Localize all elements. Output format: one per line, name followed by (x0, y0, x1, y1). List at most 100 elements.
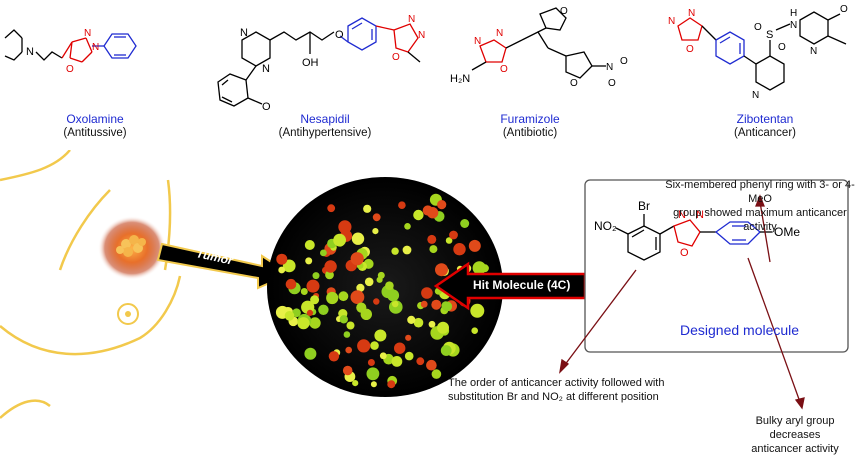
nesapidil-structure (217, 17, 421, 107)
furamizole-furan-o: O (560, 6, 568, 17)
cell-dot (420, 300, 428, 308)
cell-culture-dish (267, 177, 503, 397)
cell-dot (435, 263, 448, 277)
cell-dot (356, 283, 365, 292)
furamizole-h2n: H₂N (450, 73, 470, 85)
cell-dot (413, 209, 424, 221)
cell-dot (402, 245, 412, 255)
cell-dot (387, 380, 396, 389)
zibotentan-h: H (790, 8, 797, 19)
drug-class-oxolamine: (Antitussive) (63, 127, 127, 139)
cell-dot (421, 287, 433, 299)
cell-dot (310, 295, 320, 305)
drug-class-furamizole: (Antibiotic) (502, 127, 558, 139)
note-phenyl-ring: Six-membered phenyl ring with 3- or 4-Me… (660, 178, 860, 234)
furamizole-n1: N (474, 36, 481, 47)
cell-dot (297, 317, 310, 330)
zibotentan-oxa-n2: N (688, 8, 695, 19)
cell-dot (481, 264, 489, 273)
cell-dot (364, 277, 374, 287)
cell-dot (284, 311, 295, 321)
cell-dot (370, 341, 379, 350)
cell-dot (300, 288, 308, 295)
hit-molecule-arrow (433, 261, 587, 311)
cell-dot (441, 301, 451, 311)
cell-dot (428, 320, 436, 328)
note-order-line1: The order of anticancer activity followe… (448, 377, 665, 389)
oxolamine-ring-o: O (66, 64, 74, 75)
cell-dot (426, 359, 437, 371)
cell-dot (445, 237, 453, 244)
cell-dot (391, 356, 403, 367)
cell-dot (338, 291, 349, 302)
furamizole-structure (471, 7, 606, 79)
cell-dot (427, 234, 437, 244)
cell-dot (379, 352, 387, 360)
drug-class-zibotentan: (Anticancer) (734, 127, 796, 139)
cell-dot (350, 290, 365, 304)
note-order-line2: substitution Br and NO₂ at different pos… (448, 391, 659, 403)
designed-ring-n1: N (678, 209, 686, 221)
cell-dot (437, 321, 449, 334)
zibotentan-oxa-n1: N (668, 16, 675, 27)
cell-dot (387, 289, 400, 302)
cell-dot (333, 233, 346, 247)
cell-dot (470, 303, 485, 318)
annotation-arrows (559, 194, 805, 410)
designed-ring-n2: N (696, 209, 704, 221)
cell-dot (306, 279, 320, 293)
cell-dot (351, 232, 365, 245)
cell-dot (437, 200, 447, 210)
zibotentan-oxa-o: O (686, 44, 694, 55)
note-substitution-order: The order of anticancer activity followe… (448, 376, 688, 404)
cell-dot (346, 321, 355, 330)
cell-dot (374, 329, 387, 342)
cell-dot (431, 369, 442, 379)
cell-dot (338, 220, 352, 234)
cell-dot (404, 351, 414, 361)
cell-dot (460, 219, 470, 228)
body-outline (0, 150, 182, 419)
cell-dot (292, 308, 301, 318)
cell-dot (370, 381, 377, 388)
note-bulky-line2: anticancer activity (751, 443, 839, 455)
cell-dot (306, 309, 314, 316)
zibotentan-nh: N (790, 20, 797, 31)
cell-dot (285, 278, 297, 290)
designed-molecule-label: Designed molecule (680, 322, 800, 338)
cell-dot (404, 223, 411, 230)
nesapidil-n1: N (240, 27, 248, 39)
cell-dot (377, 271, 385, 279)
furamizole-nitro-o: O (620, 56, 628, 67)
nesapidil-oh: OH (302, 57, 319, 69)
furamizole-ring-o: O (500, 64, 508, 75)
note-bulky-line1: Bulky aryl group decreases (755, 415, 835, 441)
designed-no2: NO₂ (594, 219, 617, 233)
nesapidil-o: O (335, 29, 344, 41)
cell-dot (278, 266, 286, 274)
cell-dot (391, 247, 399, 255)
cell-dot (326, 291, 339, 305)
nesapidil-ring-n2: N (418, 30, 425, 41)
tumor-graphic (98, 216, 166, 280)
cell-dot (426, 207, 439, 219)
furamizole-nitro-o2: O (608, 78, 616, 89)
cell-dot (385, 281, 394, 290)
note-phenyl-line1: Six-membered phenyl ring with 3- or 4-Me… (665, 179, 855, 205)
drug-class-nesapidil: (Antihypertensive) (278, 127, 372, 139)
cell-dot (373, 298, 380, 305)
cell-dot (276, 253, 288, 265)
cell-dot (343, 331, 351, 338)
cell-dot (391, 300, 399, 308)
zibotentan-pyrazine-n: N (810, 46, 817, 57)
oxolamine-structure (4, 29, 137, 63)
cell-dot (327, 204, 336, 213)
drug-name-oxolamine: Oxolamine (66, 112, 124, 126)
drug-name-furamizole: Furamizole (500, 112, 560, 126)
cell-dot (339, 315, 348, 324)
zibotentan-so-o1: O (754, 22, 762, 33)
cell-dot (325, 270, 334, 280)
oxolamine-n-atom: N (26, 46, 34, 58)
zibotentan-pyridine-n: N (752, 90, 759, 101)
nesapidil-ring-o: O (392, 52, 400, 63)
